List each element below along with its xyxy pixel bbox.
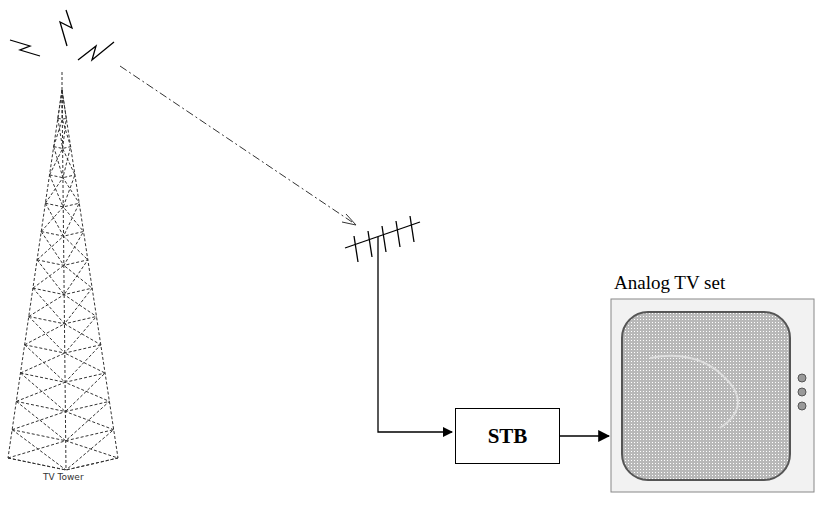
tv-tower bbox=[8, 72, 118, 470]
tv-body bbox=[610, 298, 815, 494]
node-heading: Analog TV set bbox=[610, 272, 815, 294]
lightning-symbol bbox=[10, 10, 114, 60]
signal-path bbox=[120, 66, 352, 222]
node-label: STB bbox=[488, 424, 528, 449]
tv-drawing bbox=[610, 298, 815, 494]
connector-arrow bbox=[560, 435, 609, 437]
antenna-symbol bbox=[345, 216, 452, 432]
tv-set: Analog TV set bbox=[610, 272, 815, 494]
process-box: STB bbox=[455, 408, 560, 464]
signal-head bbox=[342, 214, 356, 225]
figure-label: TV Tower bbox=[42, 472, 85, 482]
